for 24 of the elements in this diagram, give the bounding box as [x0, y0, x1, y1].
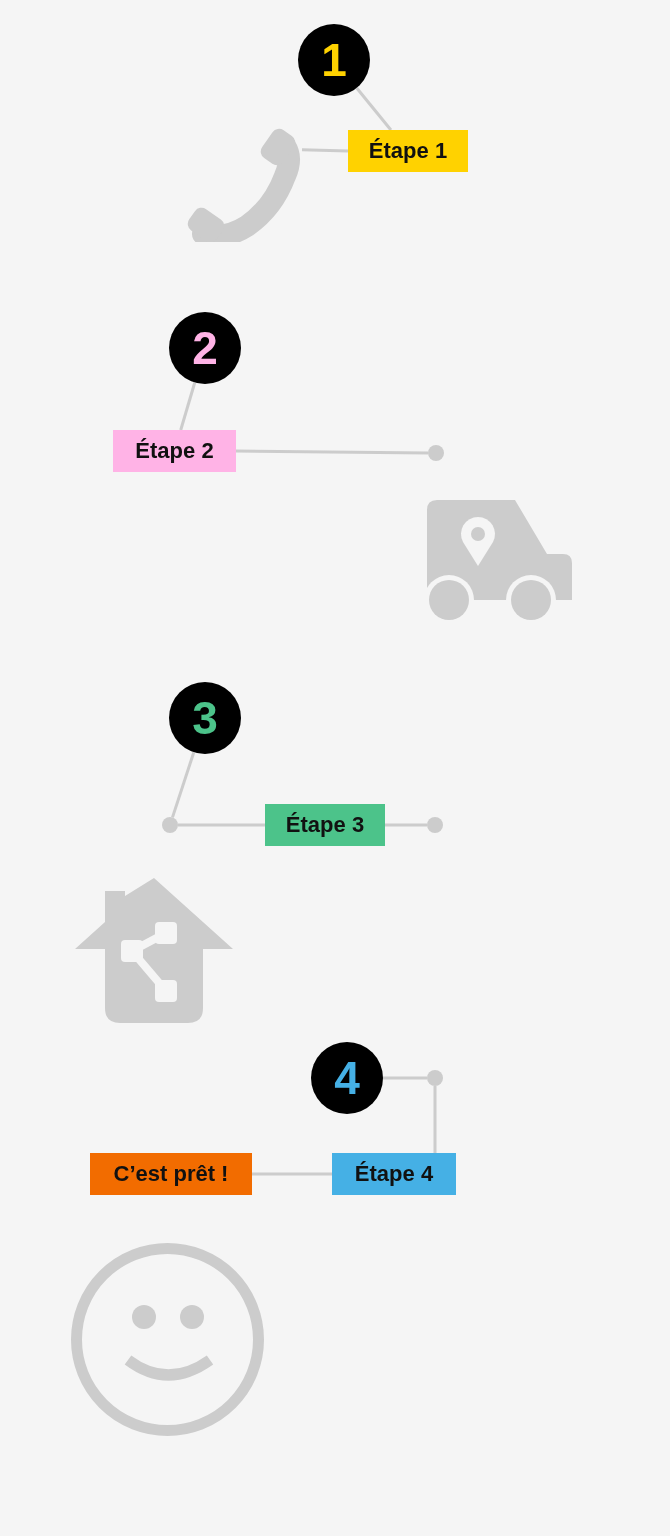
connector-line: [301, 148, 349, 153]
connector-line: [385, 823, 427, 827]
phone-icon: [185, 128, 302, 242]
connector-line: [179, 382, 197, 431]
number-badge: 2: [169, 312, 241, 384]
connector-line: [178, 823, 265, 827]
connector-line: [252, 1172, 332, 1176]
step-label: Étape 4: [332, 1153, 456, 1195]
connector-line: [383, 1076, 427, 1080]
endpoint-dot: [427, 817, 443, 833]
step-label: C’est prêt !: [90, 1153, 252, 1195]
number-badge: 4: [311, 1042, 383, 1114]
number-badge: 1: [298, 24, 370, 96]
endpoint-dot: [428, 445, 444, 461]
connector-line: [433, 1086, 437, 1155]
number-badge: 3: [169, 682, 241, 754]
connector-line: [171, 751, 196, 818]
endpoint-dot: [427, 1070, 443, 1086]
connector-line: [355, 87, 393, 131]
connector-line: [236, 449, 428, 455]
step-label: Étape 3: [265, 804, 385, 846]
step-label: Étape 1: [348, 130, 468, 172]
step-label: Étape 2: [113, 430, 236, 472]
endpoint-dot: [162, 817, 178, 833]
